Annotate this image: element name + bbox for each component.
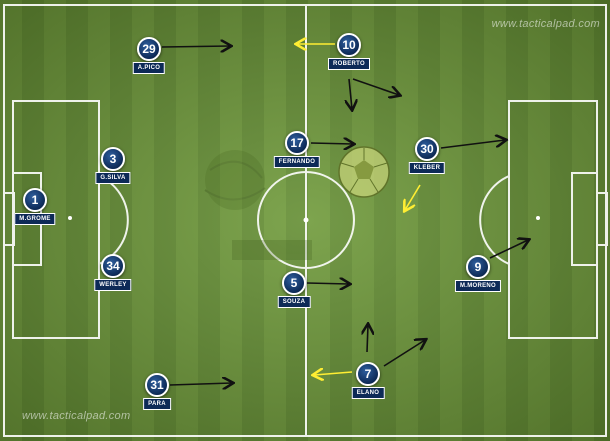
- player-number-badge: 9: [466, 255, 490, 279]
- arrow-roberto-down: [349, 78, 352, 109]
- right-goal-area: [571, 172, 598, 266]
- player-name-label: ROBERTO: [328, 58, 370, 70]
- movement-arrows: [161, 46, 528, 385]
- player-name-label: ELANO: [351, 387, 385, 399]
- watermark-top: www.tacticalpad.com: [491, 18, 600, 30]
- right-penalty-spot: [536, 216, 540, 220]
- arrow-kleber-yellow: [405, 184, 421, 210]
- player-name-label: PARA: [143, 398, 171, 410]
- arrow-pico: [161, 46, 230, 47]
- pass-arrows: [297, 44, 421, 375]
- arrow-para: [169, 383, 232, 385]
- player-name-label: SOUZA: [277, 296, 311, 308]
- right-penalty-arc: [479, 175, 510, 265]
- soccer-ball-icon: [338, 146, 390, 198]
- player-number-badge: 1: [23, 188, 47, 212]
- player-name-label: M.GROME: [14, 213, 56, 225]
- player-name-label: KLEBER: [408, 162, 446, 174]
- watermark-emblem-icon: [204, 150, 312, 260]
- player-name-label: M.MORENO: [454, 280, 502, 292]
- arrow-moreno: [489, 240, 528, 259]
- left-penalty-arc: [98, 175, 129, 265]
- player-number-badge: 3: [101, 147, 125, 171]
- player-name-label: G.SILVA: [95, 172, 131, 184]
- player-number-badge: 34: [101, 254, 125, 278]
- center-circle: [257, 171, 355, 269]
- right-goal: [596, 192, 608, 246]
- player-name-label: FERNANDO: [273, 156, 321, 168]
- arrow-elano-right: [383, 340, 425, 367]
- player-name-label: A.PICO: [132, 62, 166, 74]
- player-number-badge: 29: [137, 37, 161, 61]
- player-number-badge: 31: [145, 373, 169, 397]
- player-number-badge: 30: [415, 137, 439, 161]
- player-name-label: WERLEY: [94, 279, 132, 291]
- player-number-badge: 17: [285, 131, 309, 155]
- arrow-kleber: [440, 140, 505, 149]
- player-number-badge: 10: [337, 33, 361, 57]
- left-goal: [3, 192, 15, 246]
- center-spot: [303, 217, 309, 223]
- arrow-souza: [306, 283, 349, 284]
- player-number-badge: 5: [282, 271, 306, 295]
- player-number-badge: 7: [356, 362, 380, 386]
- left-penalty-spot: [68, 216, 72, 220]
- watermark-bottom: www.tacticalpad.com: [22, 410, 131, 422]
- arrow-fernando: [310, 143, 353, 144]
- right-penalty-area: [508, 100, 598, 339]
- arrow-elano-up: [367, 325, 368, 353]
- arrow-elano-yellow: [314, 372, 353, 375]
- arrow-roberto-right: [352, 78, 399, 95]
